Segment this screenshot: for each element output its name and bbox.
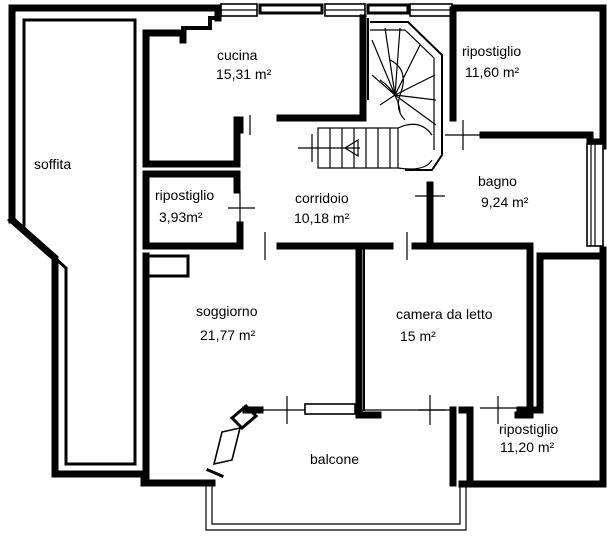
area-cucina: 15,31 m² bbox=[216, 66, 272, 82]
kitchen-walls bbox=[142, 14, 369, 168]
staircase bbox=[298, 21, 443, 171]
label-bagno: bagno bbox=[478, 173, 517, 189]
label-soffitta: soffita bbox=[34, 156, 71, 172]
bedroom-walls bbox=[418, 395, 474, 488]
right-window bbox=[586, 143, 604, 247]
area-ripostiglio-w: 3,93m² bbox=[159, 209, 203, 225]
label-corridoio: corridoio bbox=[295, 190, 349, 206]
area-corridoio: 10,18 m² bbox=[294, 210, 350, 226]
storage-se-walls bbox=[480, 252, 544, 424]
storage-ne-walls bbox=[445, 6, 607, 150]
area-bagno: 9,24 m² bbox=[481, 194, 529, 210]
area-ripostiglio-ne: 11,60 m² bbox=[465, 64, 520, 80]
room-labels: soffita cucina 15,31 m² ripostiglio 11,6… bbox=[34, 43, 558, 467]
bathroom-walls bbox=[415, 181, 607, 419]
corridor-walls bbox=[264, 232, 434, 260]
area-soggiorno: 21,77 m² bbox=[200, 327, 256, 343]
label-balcone: balcone bbox=[310, 451, 359, 467]
area-ripostiglio-se: 11,20 m² bbox=[500, 439, 555, 455]
label-camera: camera da letto bbox=[396, 306, 493, 322]
storage-w-walls bbox=[142, 115, 255, 250]
living-walls bbox=[142, 246, 382, 487]
label-ripostiglio-w: ripostiglio bbox=[155, 187, 214, 203]
top-windows bbox=[214, 3, 453, 22]
area-camera: 15 m² bbox=[400, 328, 436, 344]
label-soggiorno: soggiorno bbox=[196, 303, 258, 319]
label-ripostiglio-se: ripostiglio bbox=[499, 421, 558, 437]
balcony bbox=[205, 396, 467, 531]
label-cucina: cucina bbox=[217, 47, 258, 63]
label-ripostiglio-ne: ripostiglio bbox=[462, 43, 521, 59]
